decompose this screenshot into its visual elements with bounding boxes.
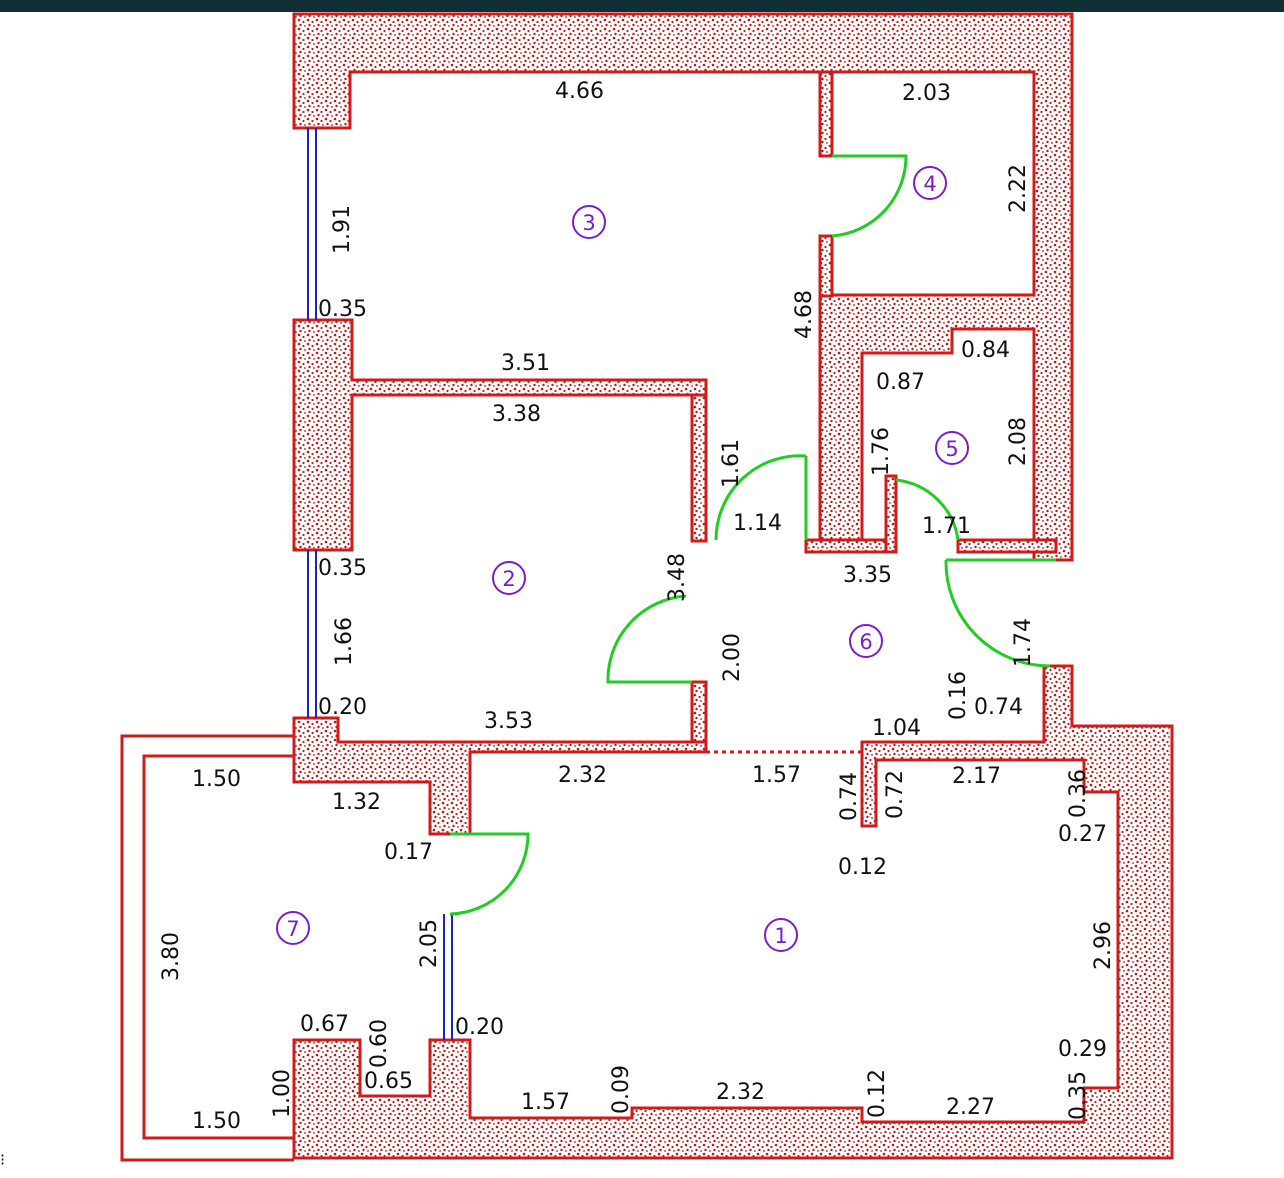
dim-label: 0.60 [367,1019,392,1068]
room-number-circle-3 [572,205,606,239]
dim-label: 2.03 [902,81,951,106]
room-number-5: 5 [945,437,958,461]
dim-label: 3.38 [492,402,541,427]
dim-label: 0.20 [318,695,367,720]
room-number-3: 3 [582,211,595,235]
dim-label: 1.57 [752,763,801,788]
balcony-outline [120,734,294,1162]
dim-label: 2.00 [720,633,745,682]
wall-r5-bottom [956,538,1058,554]
dim-label: 1.00 [270,1069,295,1118]
dim-label: 1.04 [872,716,921,741]
door-room-2 [606,594,692,684]
doors [449,154,1056,916]
dim-label: 1.50 [192,1109,241,1134]
wall-r3-r4-divider [818,70,834,158]
dim-label: 0.16 [946,671,971,720]
room-number-circle-7 [276,911,310,945]
dim-label: 0.65 [364,1069,413,1094]
dim-label: 3.35 [843,563,892,588]
dim-label: 0.12 [865,1069,890,1118]
dim-label: 2.22 [1006,164,1031,213]
room-number-6: 6 [859,630,872,654]
dim-label: 1.91 [330,205,355,254]
dim-label: 1.14 [733,511,782,536]
dim-label: 1.66 [332,617,357,666]
windows [307,128,453,1040]
dim-label: 0.27 [1058,822,1107,847]
wall-r5-stub-left [804,538,888,554]
dimension-labels: 4.66 2.03 2.22 1.91 0.35 4.68 0.84 0.87 … [159,79,1116,1134]
dim-label: 4.66 [555,79,604,104]
dim-label: 0.36 [1066,769,1091,818]
dim-label: 2.32 [558,763,607,788]
wall-bottom-left [292,716,708,836]
dim-label: 3.51 [501,351,550,376]
dim-label: 2.32 [716,1080,765,1105]
dim-label: 1.50 [192,767,241,792]
dim-label: 0.29 [1058,1037,1107,1062]
room-number-2: 2 [502,567,515,591]
room-numbers [276,166,969,952]
room-number-1: 1 [774,924,787,948]
room-number-7: 7 [286,917,299,941]
dim-label: 3.48 [665,553,690,602]
dim-label: 2.96 [1091,921,1116,970]
dim-label: 3.80 [159,932,184,981]
dim-label: 3.53 [484,709,533,734]
wall-r2-right-lower [690,680,708,744]
dim-label: 2.27 [946,1095,995,1120]
corner-mark: ⁝ [0,1150,6,1169]
dim-label: 0.74 [974,695,1023,720]
dim-label: 2.05 [417,919,442,968]
dim-label: 0.17 [384,840,433,865]
wall-right [292,664,1174,1160]
dim-label: 0.20 [455,1015,504,1040]
dim-label: 1.61 [719,439,744,488]
dim-label: 1.76 [869,427,894,476]
dim-label: 0.67 [300,1012,349,1037]
wall-r2-right-upper [690,393,708,543]
dim-label: 0.72 [883,770,908,819]
dim-label: 1.74 [1011,618,1036,667]
dim-label: 0.12 [838,855,887,880]
walls [292,12,1174,1160]
wall-top [292,12,1074,562]
room-number-circle-6 [849,624,883,658]
wall-r3-r4-divider-low [818,234,834,298]
dim-label: 2.17 [952,764,1001,789]
door-room-5 [895,478,960,541]
door-corridor-top [714,454,808,541]
dim-label: 0.35 [318,556,367,581]
room-number-circle-4 [913,166,947,200]
dim-label: 4.68 [792,290,817,339]
door-balcony [449,832,530,916]
dim-label: 0.09 [609,1065,634,1114]
door-room-4 [831,154,908,238]
room-number-circle-2 [492,561,526,595]
room-number-labels: 1 2 3 4 5 6 7 [286,172,958,948]
room-number-circle-1 [764,918,798,952]
dim-label: 0.74 [837,772,862,821]
room-number-4: 4 [923,172,936,196]
dim-label: 2.08 [1006,417,1031,466]
wall-left-mid [292,318,708,552]
dim-label: 0.84 [961,338,1010,363]
top-bar [0,0,1284,12]
dim-label: 1.57 [521,1090,570,1115]
dim-label: 0.87 [876,370,925,395]
door-room-6-right [944,558,1056,668]
dim-label: 1.32 [332,790,381,815]
room-number-circle-5 [935,431,969,465]
wall-r5-stub [884,474,898,554]
dim-label: 0.35 [318,297,367,322]
dim-label: 0.35 [1066,1071,1091,1120]
dim-label: 1.71 [922,514,971,539]
